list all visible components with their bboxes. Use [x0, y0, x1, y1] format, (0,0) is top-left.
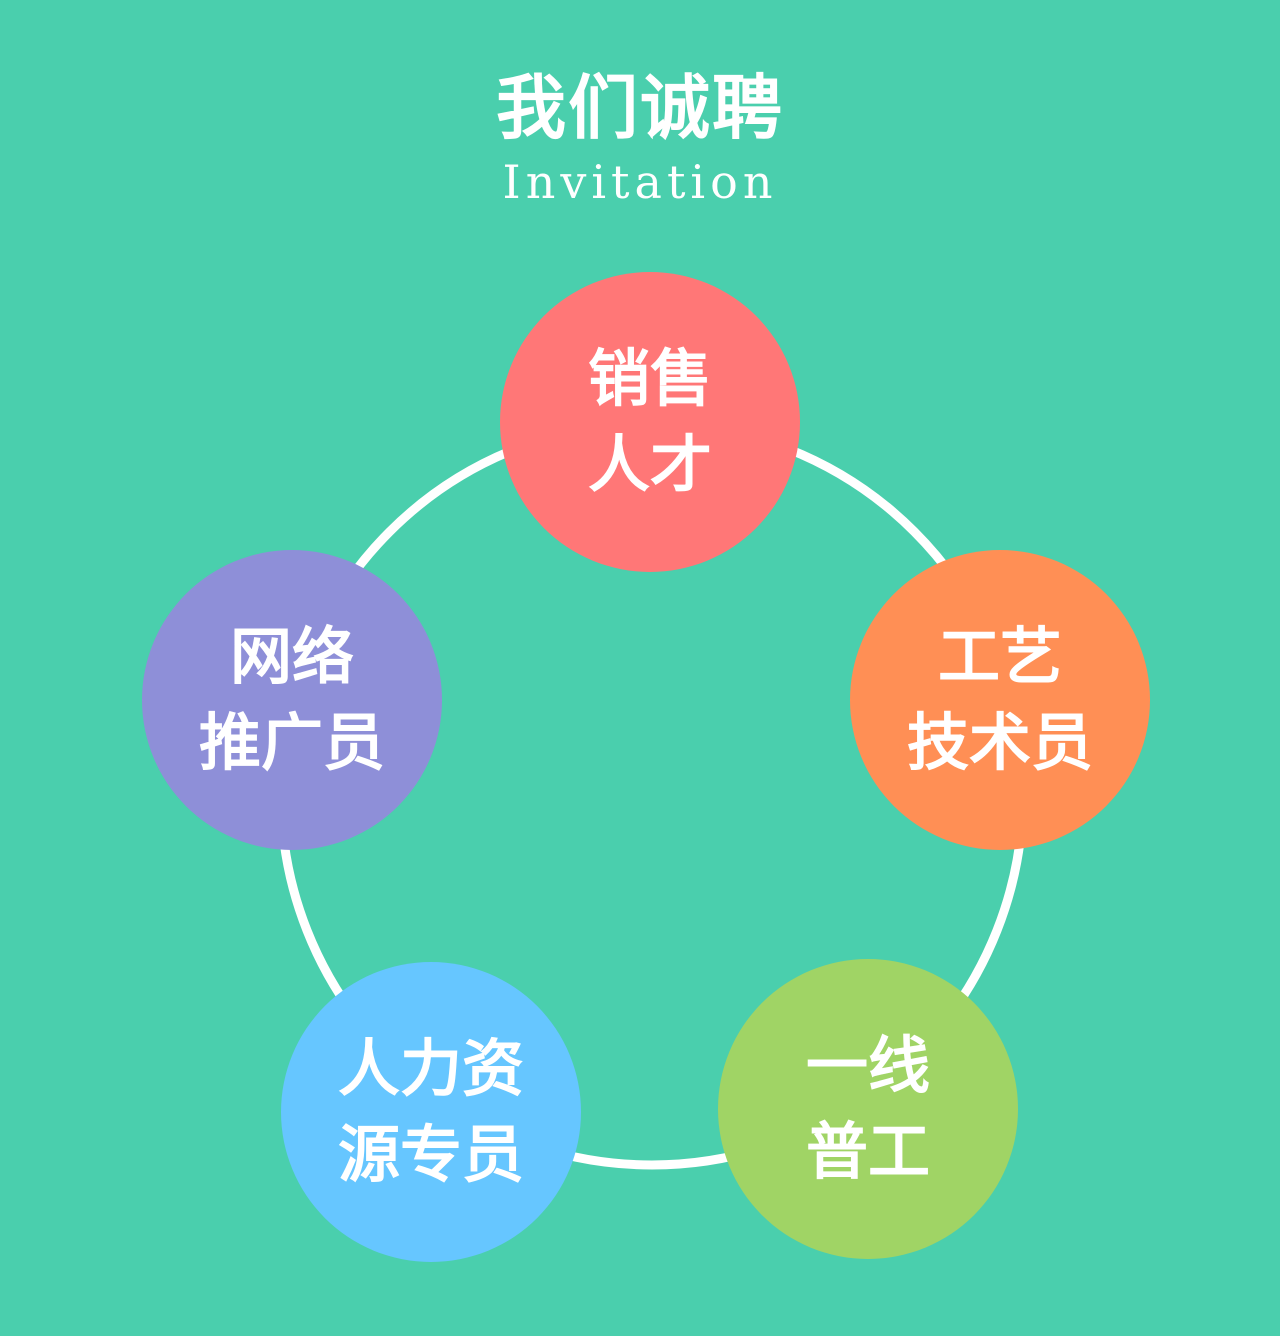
position-line: 网络 [229, 620, 354, 693]
position-line: 技术员 [906, 706, 1093, 779]
position-line: 人力资 [337, 1032, 524, 1105]
position-line: 源专员 [337, 1118, 524, 1191]
position-line: 推广员 [198, 706, 385, 779]
position-hr-specialist: 人力资 源专员 [281, 962, 581, 1262]
position-line: 一线 [805, 1029, 930, 1102]
position-line: 工艺 [937, 620, 1062, 693]
position-online-promoter: 网络 推广员 [142, 550, 442, 850]
position-line: 销售 [587, 342, 712, 415]
page-title: 我们诚聘 [496, 67, 784, 149]
position-line: 人才 [587, 428, 712, 501]
position-process-tech: 工艺 技术员 [850, 550, 1150, 850]
position-line: 普工 [805, 1115, 930, 1188]
position-frontline-worker: 一线 普工 [718, 959, 1018, 1259]
page-subtitle: Invitation [502, 155, 778, 209]
position-sales: 销售 人才 [500, 272, 800, 572]
